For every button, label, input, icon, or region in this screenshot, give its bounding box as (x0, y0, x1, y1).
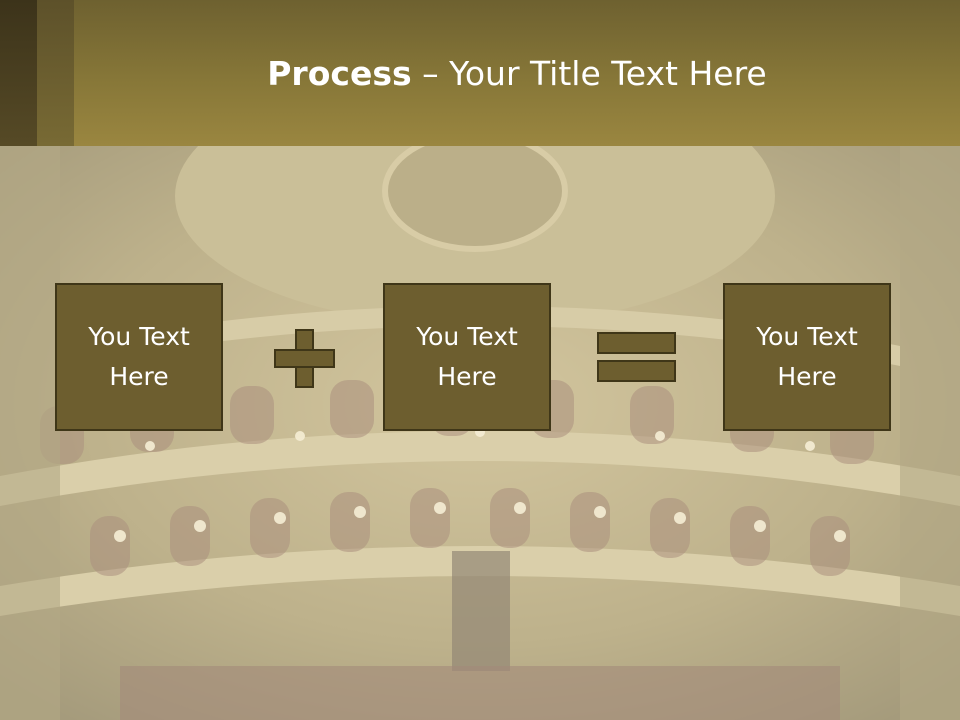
slide-title: Process – Your Title Text Here (74, 52, 960, 96)
theater-background-image (0, 146, 960, 720)
title-rest: – Your Title Text Here (411, 54, 767, 93)
process-box-3-label: You Text Here (756, 322, 858, 391)
process-box-1-label: You Text Here (88, 322, 190, 391)
equals-icon-bottom-bar (597, 360, 676, 382)
header-band (0, 0, 960, 146)
process-box-2-label: You Text Here (416, 322, 518, 391)
process-box-1: You Text Here (55, 283, 223, 431)
process-box-3: You Text Here (723, 283, 891, 431)
header-accent-dark (0, 0, 37, 146)
plus-icon (274, 329, 335, 388)
equals-icon-top-bar (597, 332, 676, 354)
process-box-2: You Text Here (383, 283, 551, 431)
title-bold: Process (267, 54, 412, 93)
header-accent-mid (37, 0, 74, 146)
plus-center (297, 351, 312, 366)
